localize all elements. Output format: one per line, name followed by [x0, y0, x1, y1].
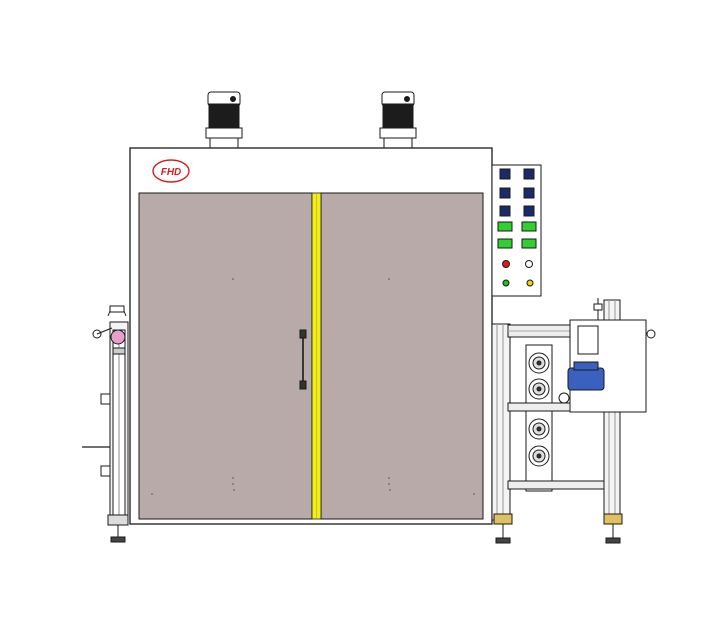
logo-text: FHD — [161, 167, 182, 178]
green-meters — [497, 221, 537, 249]
red-indicator-icon[interactable] — [502, 260, 510, 268]
controller-icon — [499, 187, 511, 199]
fan-icon — [528, 445, 550, 467]
green-indicator-icon[interactable] — [502, 279, 510, 287]
door-right[interactable] — [320, 192, 484, 520]
fan-icon — [528, 378, 550, 400]
controller-icon — [523, 205, 535, 217]
control-panel — [491, 164, 542, 297]
controller-icon — [499, 205, 511, 217]
blue-drive-motor-icon — [558, 361, 605, 404]
meter-icon — [521, 238, 537, 249]
door-marks — [151, 278, 475, 495]
exhaust-motor-right — [379, 91, 417, 149]
pink-gauge-icon — [110, 329, 126, 345]
left-frame-assembly — [82, 305, 129, 543]
temperature-controllers — [499, 168, 535, 217]
fhd-logo: FHD — [152, 159, 190, 183]
white-switch-icon[interactable] — [525, 260, 533, 268]
controller-icon — [523, 187, 535, 199]
controller-icon — [499, 168, 511, 180]
exhaust-motor-left — [205, 91, 243, 149]
meter-icon — [497, 221, 513, 232]
door-left[interactable] — [138, 192, 313, 520]
right-side-assembly — [491, 298, 656, 544]
controller-icon — [523, 168, 535, 180]
yellow-indicator-icon[interactable] — [526, 279, 534, 287]
fans — [528, 352, 550, 467]
door-handle[interactable] — [299, 329, 307, 390]
meter-icon — [521, 221, 537, 232]
fan-icon — [528, 418, 550, 440]
meter-icon — [497, 238, 513, 249]
fan-icon — [528, 352, 550, 374]
